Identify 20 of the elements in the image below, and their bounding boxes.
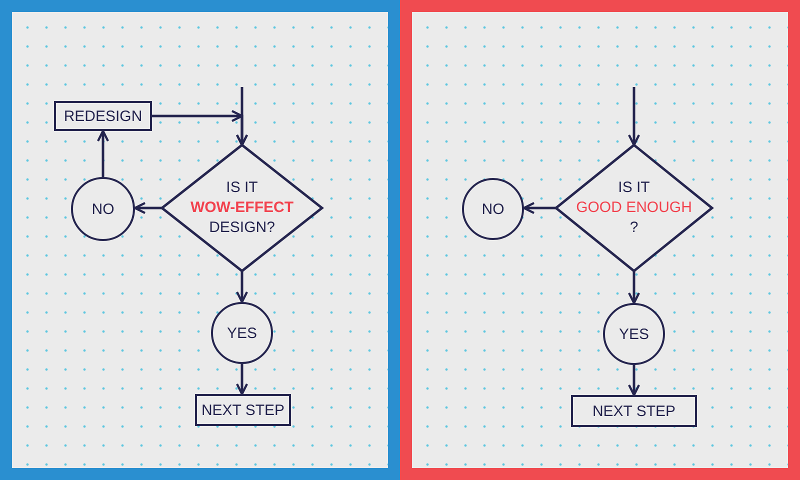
panel-background [400, 0, 800, 480]
arrow [96, 130, 110, 177]
question-text: IS IT WOW-EFFECT DESIGN? [189, 178, 294, 238]
arrow [152, 110, 248, 145]
terminal-circle: YES [603, 303, 665, 365]
arrow [628, 271, 640, 304]
panel-background [0, 0, 400, 480]
process-box: NEXT STEP [571, 395, 697, 427]
process-box: REDESIGN [54, 101, 152, 131]
terminal-circle: YES [211, 302, 273, 364]
arrow [522, 202, 556, 214]
terminal-circle: NO [71, 177, 135, 241]
arrow [134, 202, 162, 214]
arrow [236, 271, 248, 304]
arrow [628, 87, 640, 146]
arrow [628, 365, 640, 396]
arrow [236, 364, 248, 396]
terminal-circle: NO [462, 178, 524, 240]
process-box: NEXT STEP [195, 394, 291, 426]
question-text: IS IT GOOD ENOUGH ? [575, 178, 693, 238]
